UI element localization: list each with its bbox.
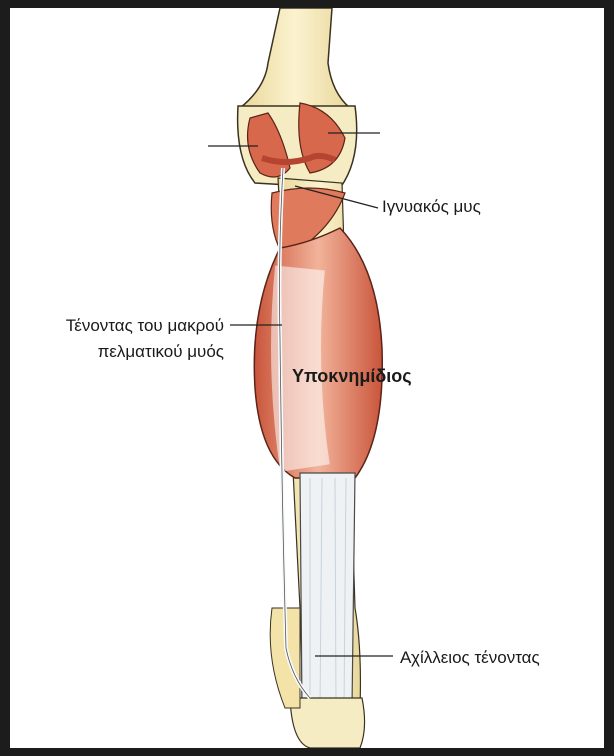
femur-bone xyxy=(240,8,350,108)
label-popliteus: Ιγνυακός μυς xyxy=(382,196,481,218)
label-soleus: Υποκνημίδιος xyxy=(292,365,412,387)
calcaneus-heel xyxy=(290,698,365,748)
label-plantaris-line1: Τένοντας του μακρού xyxy=(10,315,224,337)
label-plantaris-line2: πελματικού μυός xyxy=(10,341,224,363)
label-achilles: Αχίλλειος τένοντας xyxy=(400,647,540,669)
illustration-frame: Ιγνυακός μυς Τένοντας του μακρού πελματι… xyxy=(10,8,604,748)
achilles-tendon xyxy=(300,473,355,708)
